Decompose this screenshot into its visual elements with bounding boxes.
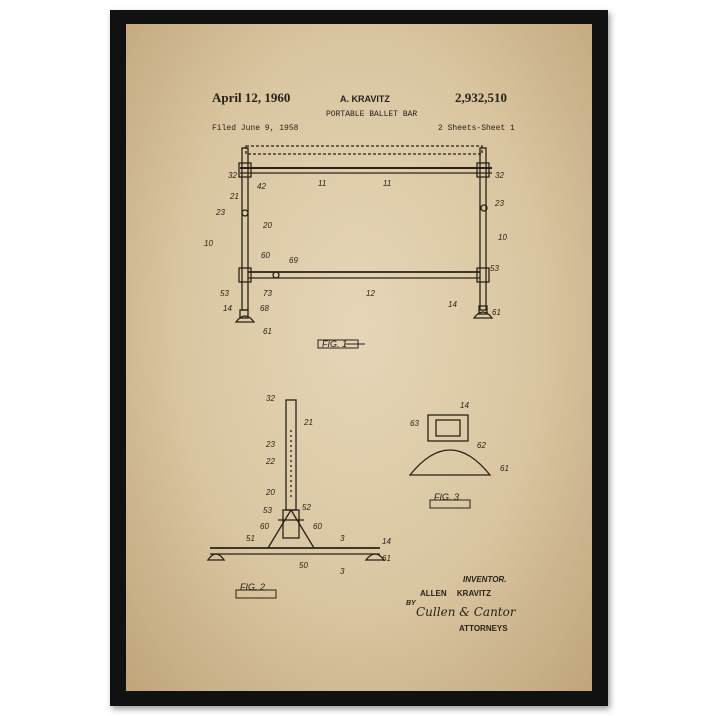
fig3-reference-numeral: 61 — [500, 464, 509, 473]
fig1-reference-numeral: 23 — [216, 208, 225, 217]
fig1-reference-numeral: 32 — [495, 171, 504, 180]
fig1-reference-numeral: 21 — [230, 192, 239, 201]
fig2-side-view-drawing — [206, 399, 386, 599]
attorney-signature: Cullen & Cantor — [416, 605, 516, 619]
fig2-label: FIG. 2 — [240, 582, 266, 592]
fig2-reference-numeral: 3 — [340, 534, 345, 543]
fig3-reference-numeral: 62 — [477, 441, 486, 450]
fig1-reference-numeral: 61 — [492, 308, 501, 317]
fig2-reference-numeral: 61 — [382, 554, 391, 563]
fig2-reference-numeral: 60 — [313, 522, 322, 531]
fig1-reference-numeral: 69 — [289, 256, 298, 265]
fig1-reference-numeral: 10 — [498, 233, 507, 242]
fig2-reference-numeral: 22 — [266, 457, 275, 466]
fig1-reference-numeral: 10 — [204, 239, 213, 248]
patent-title: PORTABLE BALLET BAR — [326, 110, 418, 119]
fig1-reference-numeral: 11 — [383, 179, 392, 188]
fig1-reference-numeral: 68 — [260, 304, 269, 313]
fig1-reference-numeral: 14 — [223, 304, 232, 313]
fig3-label: FIG. 3 — [434, 492, 460, 502]
fig1-reference-numeral: 23 — [495, 199, 504, 208]
fig2-reference-numeral: 60 — [260, 522, 269, 531]
inventor-name: ALLEN KRAVITZ — [420, 589, 491, 598]
fig2-reference-numeral: 20 — [266, 488, 275, 497]
patent-date: April 12, 1960 — [212, 90, 291, 105]
fig2-reference-numeral: 32 — [266, 394, 275, 403]
fig3-reference-numeral: 63 — [410, 419, 419, 428]
patent-poster — [126, 24, 592, 691]
fig2-reference-numeral: 53 — [263, 506, 272, 515]
fig2-reference-numeral: 21 — [304, 418, 313, 427]
fig1-reference-numeral: 12 — [366, 289, 375, 298]
attorneys-label: ATTORNEYS — [459, 624, 508, 633]
fig1-reference-numeral: 20 — [263, 221, 272, 230]
fig1-reference-numeral: 11 — [318, 179, 327, 188]
fig1-label: FIG. 1 — [322, 339, 348, 349]
fig1-reference-numeral: 53 — [490, 264, 499, 273]
fig1-reference-numeral: 60 — [261, 251, 270, 260]
fig1-reference-numeral: 53 — [220, 289, 229, 298]
fig2-reference-numeral: 51 — [246, 534, 255, 543]
patent-number: 2,932,510 — [455, 90, 507, 105]
fig1-reference-numeral: 61 — [263, 327, 272, 336]
by-label: BY — [406, 600, 416, 607]
fig1-ballet-bar-drawing — [234, 145, 494, 349]
fig2-reference-numeral: 52 — [302, 503, 311, 512]
fig2-reference-numeral: 50 — [299, 561, 308, 570]
fig1-reference-numeral: 42 — [257, 182, 266, 191]
fig3-foot-detail-drawing — [408, 414, 492, 509]
fig1-reference-numeral: 32 — [228, 171, 237, 180]
sheet-count: 2 Sheets-Sheet 1 — [438, 124, 515, 133]
fig2-reference-numeral: 14 — [382, 537, 391, 546]
filed-date: Filed June 9, 1958 — [212, 124, 299, 133]
fig1-reference-numeral: 73 — [263, 289, 272, 298]
fig1-reference-numeral: 14 — [448, 300, 457, 309]
fig2-reference-numeral: 3 — [340, 567, 345, 576]
inventor-short: A. KRAVITZ — [340, 94, 390, 104]
fig2-reference-numeral: 23 — [266, 440, 275, 449]
fig3-reference-numeral: 14 — [460, 401, 469, 410]
inventor-caption: INVENTOR. — [463, 575, 507, 584]
